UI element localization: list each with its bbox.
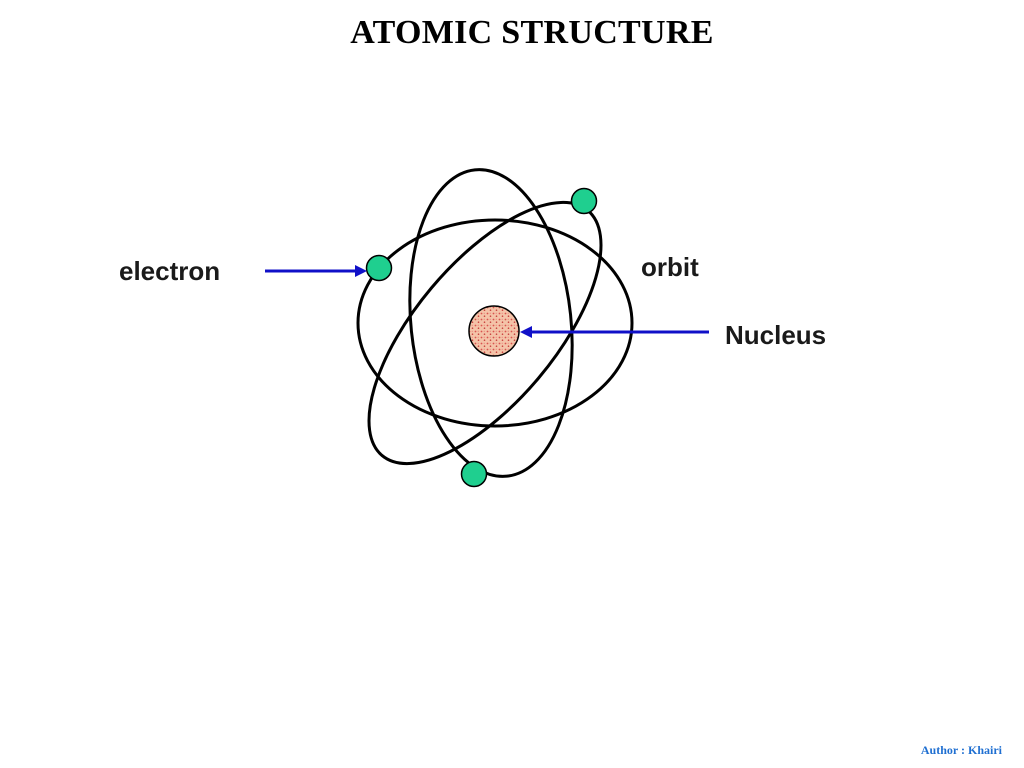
orbit-label: orbit <box>641 252 699 282</box>
electron-pointer-arrow <box>265 265 367 277</box>
nucleus-pointer-arrow <box>520 326 709 338</box>
electron-bottom <box>460 460 488 488</box>
page-title: ATOMIC STRUCTURE <box>350 14 714 51</box>
nucleus <box>468 305 520 357</box>
electrons <box>365 187 598 488</box>
orbit-horizontal <box>356 218 634 428</box>
orbit-vertical <box>408 168 574 478</box>
electron-top-right <box>570 187 598 215</box>
electron-left <box>365 254 393 282</box>
nucleus-label: Nucleus <box>725 320 827 350</box>
author-credit: Author : Khairi <box>920 743 1002 757</box>
electron-label: electron <box>119 256 221 286</box>
